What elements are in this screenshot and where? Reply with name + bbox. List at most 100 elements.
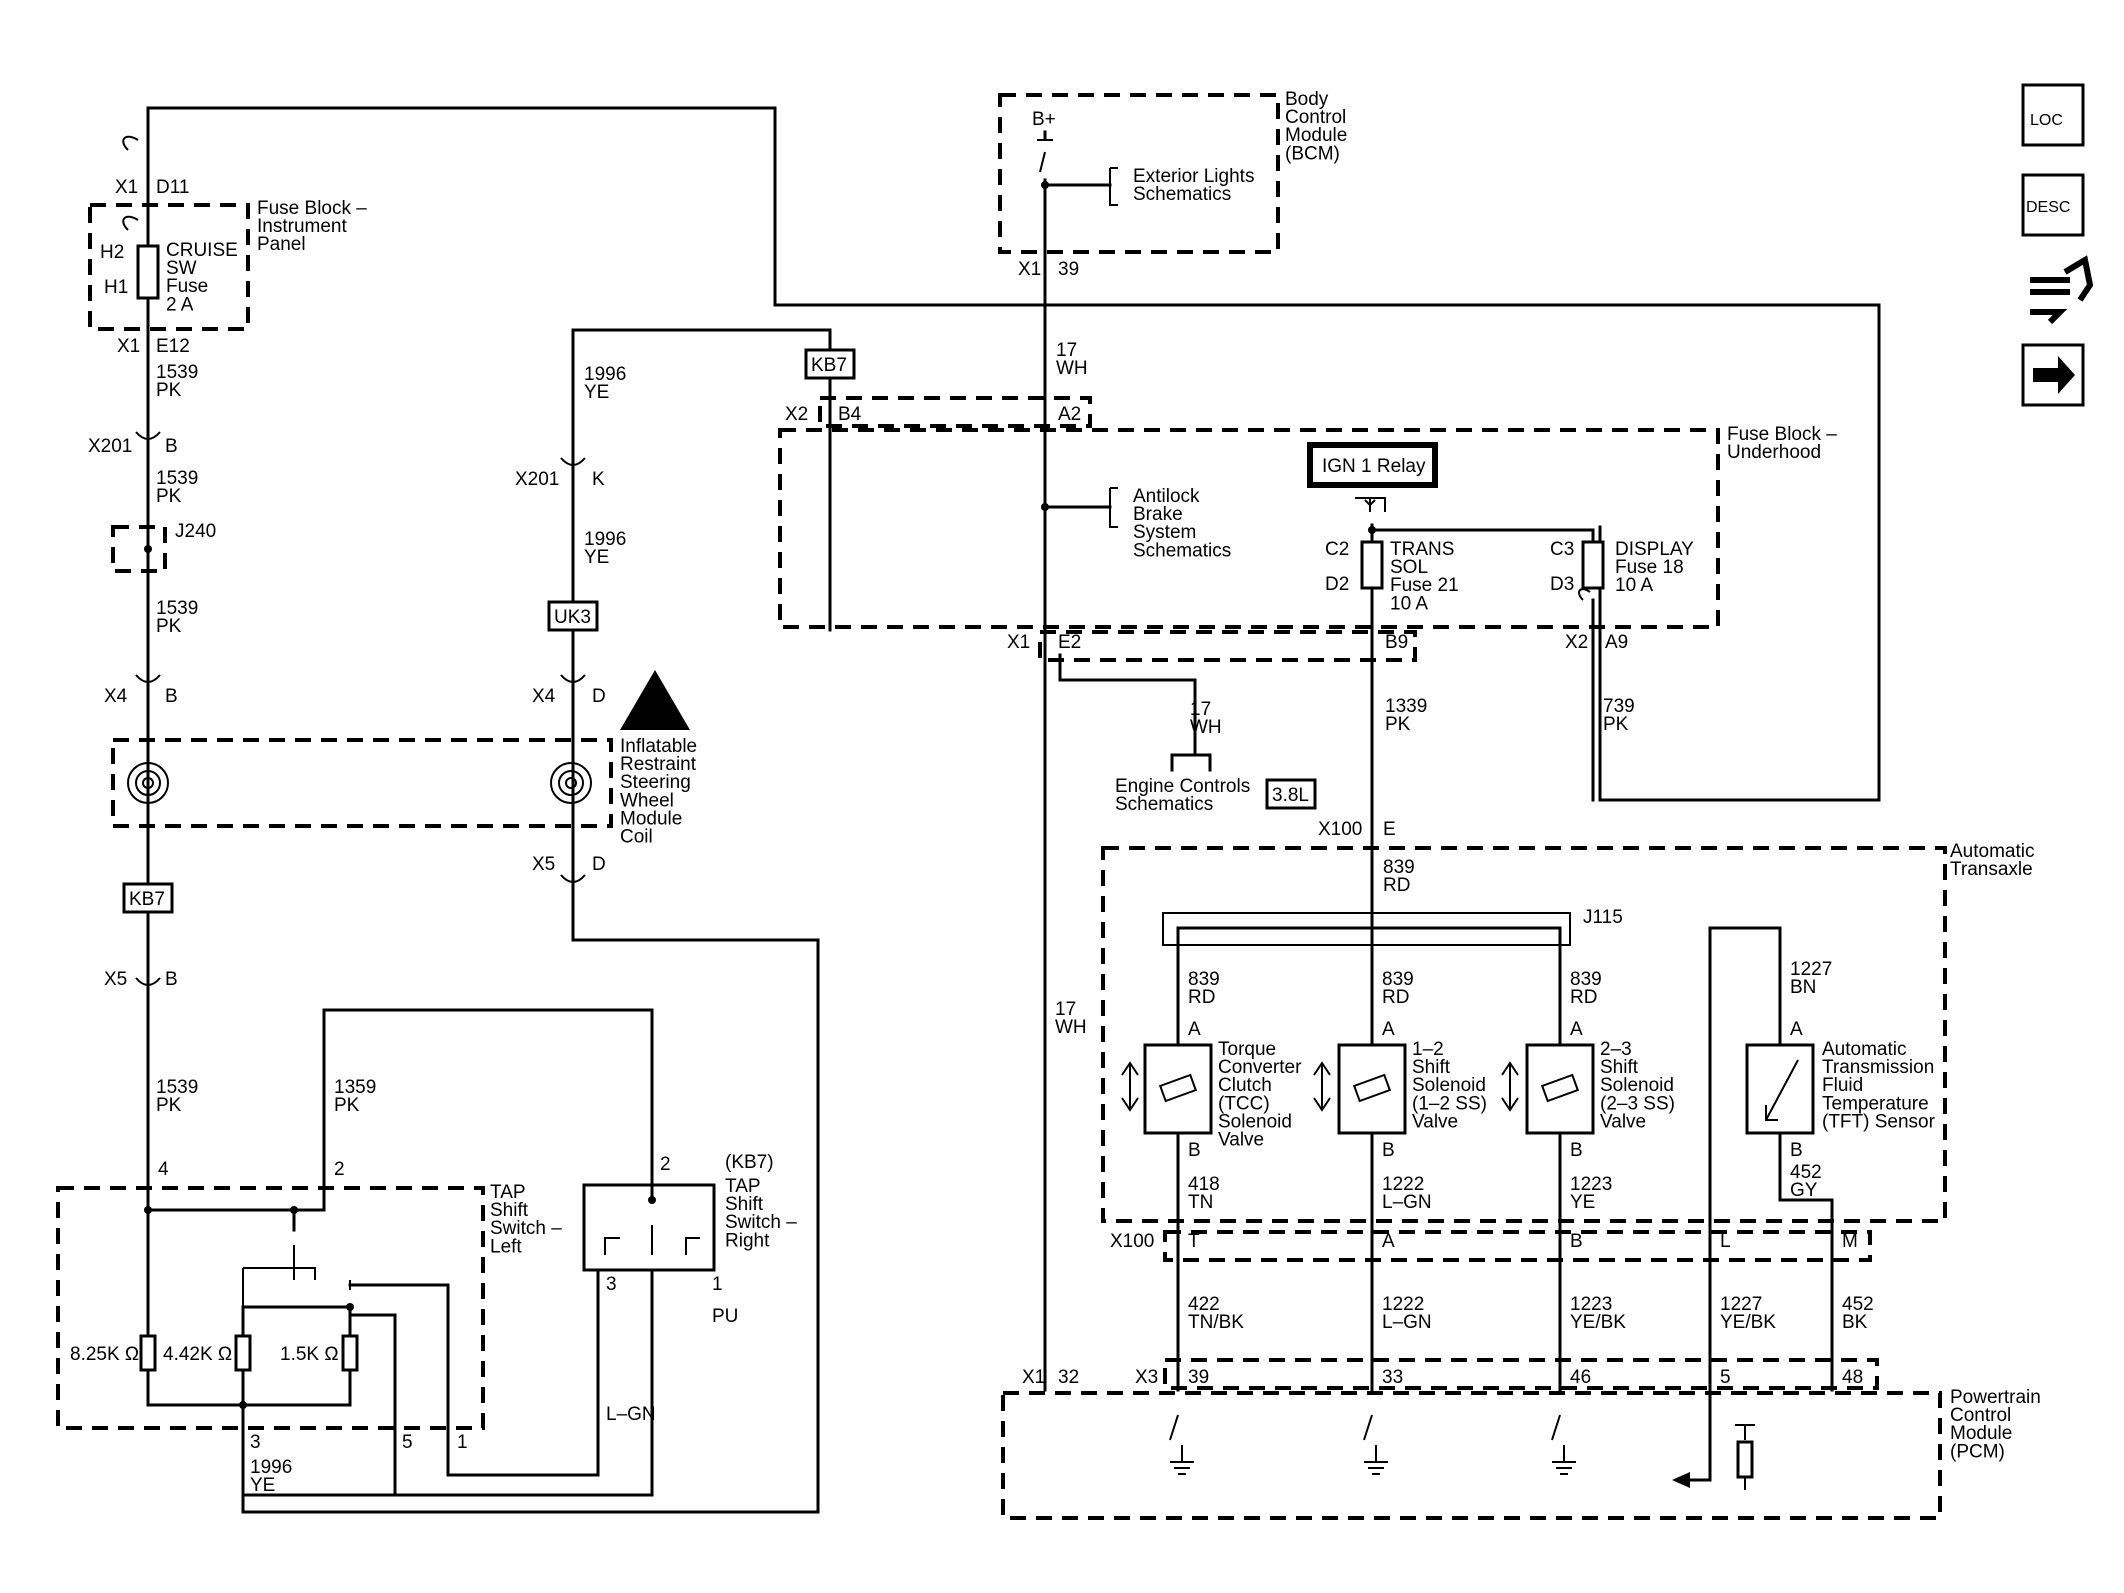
tag-kb7-mid: KB7 <box>804 348 856 380</box>
connector-tools-button[interactable] <box>2030 255 2094 325</box>
left-power-circuit <box>122 106 1881 1407</box>
conn-x100-bottom: X100 <box>1110 1231 1154 1252</box>
conn-x201-left: X201 <box>88 436 132 457</box>
pin-b-tcc: B <box>1188 1140 1201 1161</box>
desc-button[interactable]: DESC <box>2021 173 2085 237</box>
connector-x5-left <box>135 977 161 986</box>
pin-a-tcc: A <box>1188 1019 1201 1040</box>
pin-a-ss12: A <box>1382 1019 1395 1040</box>
pin-2-right: 2 <box>660 1154 671 1175</box>
wire-pu-label: PU <box>712 1306 738 1327</box>
pin-b-x100: B <box>1570 1231 1583 1252</box>
conn-x1-39: X1 <box>1018 259 1041 280</box>
tap-right-kb7: (KB7) <box>725 1152 774 1173</box>
pin-b-ss23: B <box>1570 1140 1583 1161</box>
connector-x100-bottom <box>1163 1230 1872 1262</box>
svg-text:3.8L: 3.8L <box>1272 785 1309 806</box>
pin-4-tap: 4 <box>158 1159 169 1180</box>
splice-j115-label: J115 <box>1583 907 1623 928</box>
svg-text:KB7: KB7 <box>129 889 165 910</box>
pin-c2: C2 <box>1325 539 1349 560</box>
pin-d2: D2 <box>1325 574 1349 595</box>
pin-48: 48 <box>1842 1367 1863 1388</box>
pin-h1: H1 <box>104 277 128 298</box>
svg-text:UK3: UK3 <box>554 607 591 628</box>
pin-b-x5: B <box>165 969 178 990</box>
pin-a-ss23: A <box>1570 1019 1583 1040</box>
pin-c3: C3 <box>1550 539 1574 560</box>
pin-k-x201: K <box>592 469 605 490</box>
conn-x1-e12: X1 <box>117 336 140 357</box>
conn-x4-left: X4 <box>104 686 128 707</box>
pin-5-pcm: 5 <box>1720 1367 1731 1388</box>
ign-relay <box>1307 442 1438 488</box>
pin-46: 46 <box>1570 1367 1591 1388</box>
pin-m: M <box>1842 1231 1858 1252</box>
next-page-button[interactable] <box>2021 343 2085 407</box>
pin-d-x5: D <box>592 854 606 875</box>
pin-l: L <box>1720 1231 1731 1252</box>
pin-39-pcm: 39 <box>1188 1367 1209 1388</box>
tag-3-8l: 3.8L <box>1265 778 1317 810</box>
splice-j240-label: J240 <box>175 521 216 542</box>
conn-x5-left: X5 <box>104 969 127 990</box>
loc-button[interactable]: LOC <box>2021 83 2085 147</box>
tag-uk3: UK3 <box>547 600 599 632</box>
pin-33: 33 <box>1382 1367 1403 1388</box>
arrow-right-icon <box>2033 356 2075 394</box>
pin-d11: D11 <box>156 177 189 198</box>
ign-relay-label: IGN 1 Relay <box>1322 456 1426 477</box>
pin-b-x201: B <box>165 436 178 457</box>
airbag-warning-icon <box>620 670 690 730</box>
pin-b-x4: B <box>165 686 178 707</box>
pin-3-right: 3 <box>606 1274 617 1295</box>
pin-t: T <box>1188 1231 1200 1252</box>
res-1-5k: 1.5K Ω <box>280 1344 339 1365</box>
pin-3-tap: 3 <box>250 1432 261 1453</box>
pin-39-bcm: 39 <box>1058 259 1079 280</box>
desc-label: DESC <box>2026 199 2070 216</box>
bplus-label: B+ <box>1032 109 1056 130</box>
pin-a-x100: A <box>1382 1231 1395 1252</box>
conn-x201-mid: X201 <box>515 469 559 490</box>
wrench-icon <box>2030 255 2094 325</box>
conn-x2-top: X2 <box>785 404 808 425</box>
pin-e2: E2 <box>1058 632 1081 653</box>
fuse-block-uh-label: Fuse Block –Underhood <box>1727 424 1837 463</box>
pin-1-tap: 1 <box>457 1432 468 1453</box>
pin-d3: D3 <box>1550 574 1574 595</box>
svg-text:KB7: KB7 <box>811 355 847 376</box>
